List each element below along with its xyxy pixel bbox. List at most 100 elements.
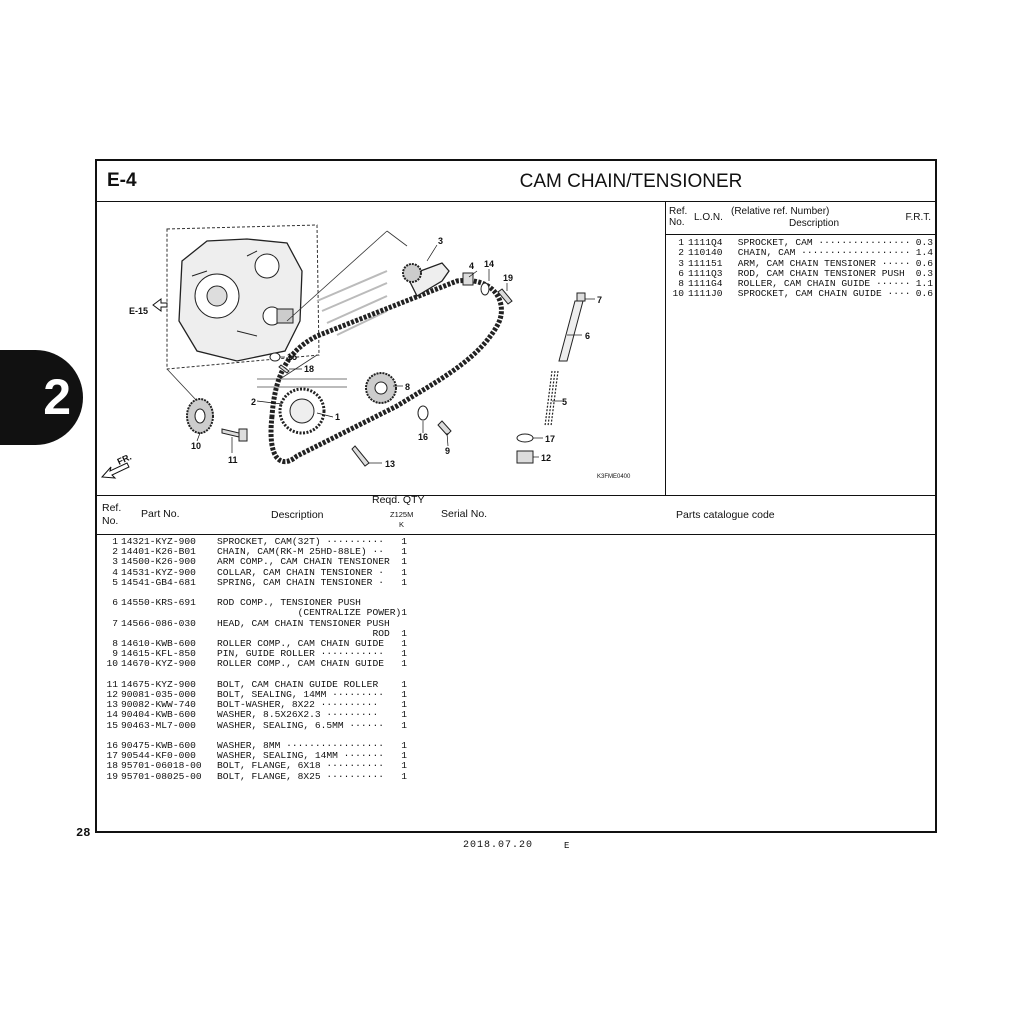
part-number: 14566-086-030 [121, 617, 196, 629]
callout-2: 2 [251, 397, 256, 407]
part-qty: 1 [401, 658, 407, 670]
part-ref: 18 [106, 760, 118, 772]
part-description: BOLT, FLANGE, 8X25 ·········· [217, 770, 384, 782]
callout-numbers: 1 2 3 4 5 6 7 8 9 10 11 12 13 14 15 16 1… [191, 236, 602, 469]
lon-frt: 1.1 [915, 278, 934, 290]
part-number: 90475-KWB-600 [121, 740, 196, 752]
parts-header-model: Z125M [390, 510, 414, 519]
bolt-19 [497, 288, 513, 305]
page-title: CAM CHAIN/TENSIONER [519, 171, 743, 192]
lon-description: ARM, CAM CHAIN TENSIONER ····· [737, 258, 911, 269]
part-number: 14615-KFL-850 [121, 648, 196, 660]
parts-header-no: No. [102, 515, 119, 527]
part-ref: 12 [106, 689, 118, 701]
part-qty: 1 [401, 699, 407, 711]
callout-5: 5 [562, 397, 567, 407]
part-description: ARM COMP., CAM CHAIN TENSIONER [217, 556, 390, 568]
part-number: 14550-KRS-691 [121, 597, 196, 609]
part-ref: 5 [112, 576, 118, 588]
callout-12: 12 [541, 453, 551, 463]
part-ref: 13 [106, 699, 118, 711]
lon-header-lon: L.O.N. [694, 212, 723, 223]
part-description: PIN, GUIDE ROLLER ··········· [217, 648, 384, 660]
sealing-washer-17 [516, 433, 534, 443]
part-qty: 1 [401, 740, 407, 752]
part-qty: 1 [401, 607, 407, 619]
callout-7: 7 [597, 295, 602, 305]
page-number: 28 [76, 826, 91, 840]
parts-header-description: Description [271, 509, 324, 521]
part-ref: 11 [106, 678, 118, 690]
bolt-18 [278, 364, 290, 374]
ref-e15-label: E-15 [129, 306, 148, 316]
part-description: SPRING, CAM CHAIN TENSIONER · [217, 576, 384, 588]
engine-case-outline [166, 224, 320, 370]
catalogue-frame: E-4 CAM CHAIN/TENSIONER E-15 [95, 159, 937, 833]
guide-pin-9 [437, 420, 452, 436]
background-wing-marks [257, 270, 388, 388]
callout-8: 8 [405, 382, 410, 392]
part-qty: 1 [401, 638, 407, 650]
part-number: 90463-ML7-000 [121, 719, 196, 731]
section-tab-number: 2 [43, 369, 71, 425]
lon-description: SPROCKET, CAM ················ [737, 238, 911, 248]
guide-sprocket [186, 398, 214, 434]
part-ref: 16 [106, 740, 118, 752]
exploded-diagram: E-15 [97, 201, 666, 495]
part-ref: 14 [106, 709, 118, 721]
callout-11: 11 [228, 455, 238, 465]
callout-16: 16 [418, 432, 428, 442]
lon-header-no: No. [669, 217, 685, 228]
part-ref: 15 [106, 719, 118, 731]
part-number: 14541-GB4-681 [121, 576, 196, 588]
tensioner-rod [558, 300, 584, 362]
part-qty: 1 [401, 750, 407, 762]
figure-code: K3FME0400 [597, 474, 631, 480]
cam-sprocket [278, 387, 326, 435]
lon-code: 1111G4 [687, 278, 723, 290]
part-description: (CENTRALIZE POWER) [217, 607, 402, 619]
lon-ref: 6 [678, 267, 684, 279]
part-description: HEAD, CAM CHAIN TENSIONER PUSH [217, 617, 390, 629]
washer-14 [480, 282, 490, 296]
part-ref: 1 [112, 536, 118, 547]
part-qty: 1 [401, 536, 407, 547]
part-qty: 1 [401, 770, 407, 782]
lon-header-relative: (Relative ref. Number) [731, 206, 830, 217]
part-description: BOLT, SEALING, 14MM ········· [217, 689, 384, 701]
part-number: 14531-KYZ-900 [121, 566, 196, 578]
part-number: 14500-K26-900 [121, 556, 196, 568]
part-qty: 1 [401, 556, 407, 568]
engine-case [178, 238, 303, 362]
section-code: E-4 [107, 170, 137, 191]
part-ref: 10 [106, 658, 118, 670]
lon-frt: 0.3 [915, 237, 934, 248]
lon-header-frt: F.R.T. [905, 212, 931, 223]
part-number: 90404-KWB-600 [121, 709, 196, 721]
part-ref: 6 [112, 597, 118, 609]
guide-roller [365, 372, 397, 404]
footer-date: 2018.07.20 [463, 840, 534, 851]
collar [462, 272, 474, 286]
part-ref: 8 [112, 638, 118, 650]
part-number: 14321-KYZ-900 [121, 536, 196, 547]
lon-ref: 8 [678, 278, 684, 290]
part-qty: 1 [401, 689, 407, 701]
front-label: FR. [116, 452, 133, 467]
lon-header-description: Description [789, 218, 840, 229]
tensioner-spring [544, 370, 559, 427]
part-ref: 4 [112, 566, 118, 578]
callout-leaders [196, 244, 595, 464]
parts-header-serial: Serial No. [441, 508, 488, 520]
